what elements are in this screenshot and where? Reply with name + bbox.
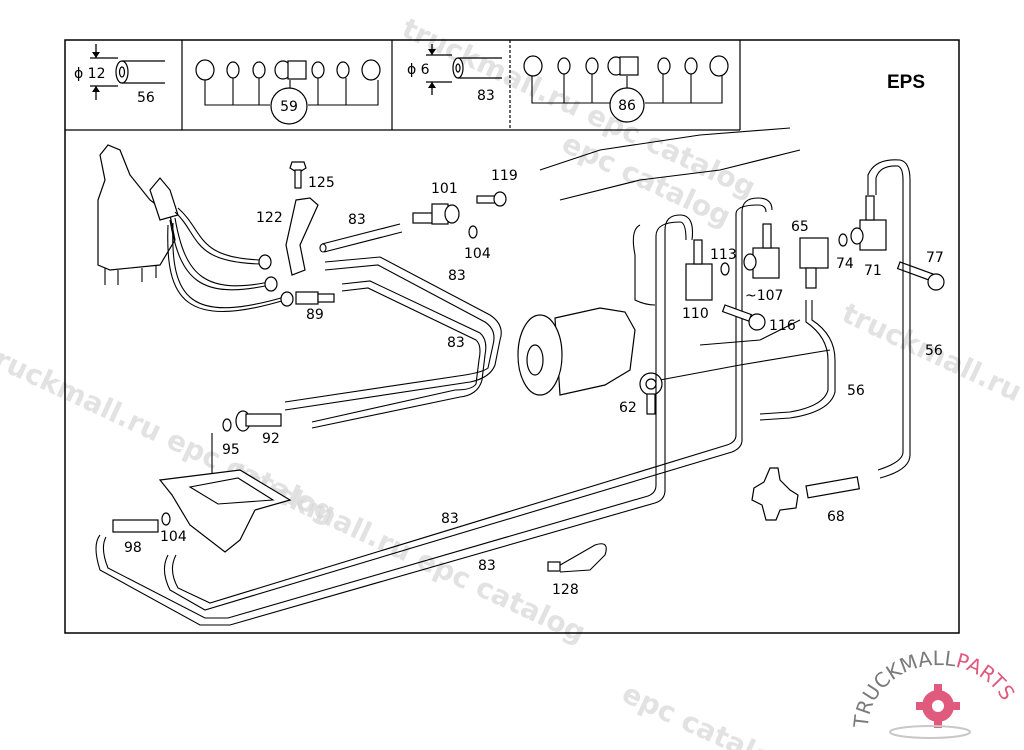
callout-110: 110 [682, 306, 709, 322]
seal-ring-74 [838, 233, 848, 247]
callout-83: 83 [441, 511, 459, 527]
callout-74: 74 [836, 256, 854, 272]
bolt-119 [476, 191, 507, 207]
callout-56: 56 [137, 90, 155, 106]
callout-122: 122 [256, 210, 283, 226]
callout-62: 62 [619, 400, 637, 416]
hose-nut [280, 291, 294, 307]
seal-ring-104 [161, 512, 171, 526]
valve-110 [685, 239, 713, 301]
tube-83 [319, 223, 403, 253]
fitting-kit-86: 86 [523, 55, 729, 123]
callout-71: 71 [864, 263, 882, 279]
pump-motor [517, 307, 636, 396]
callout-95: 95 [222, 442, 240, 458]
callout-77: 77 [926, 250, 944, 266]
seal-ring-104 [468, 225, 478, 239]
diameter-label: ϕ 12 [74, 66, 106, 82]
fitting-98 [112, 519, 159, 533]
callout-104: 104 [464, 246, 491, 262]
bolt-125 [289, 161, 307, 189]
hose-nut [258, 254, 272, 270]
valve-107 [743, 223, 780, 279]
diameter-label: ϕ 6 [407, 62, 430, 78]
callout-65: 65 [791, 219, 809, 235]
truckmall-parts-logo: TRUCKMALLPARTS [849, 646, 1020, 739]
fitting-kit-59: 59 [195, 59, 381, 125]
watermark-text: truckmall.ru epc catalog [227, 456, 591, 649]
tube-56-legend: ϕ 12 56 [74, 44, 165, 106]
callout-101: 101 [431, 181, 458, 197]
hose-nut [264, 276, 278, 292]
callout-83: 83 [478, 558, 496, 574]
banjo-fitting-62 [639, 372, 663, 415]
reservoir-tray [158, 433, 292, 553]
callout-83: 83 [348, 212, 366, 228]
callout-86: 86 [618, 98, 636, 114]
bolt-116 [721, 304, 766, 331]
callout-116: 116 [769, 318, 796, 334]
tube-83-bottom [95, 197, 773, 626]
callout-128: 128 [552, 582, 579, 598]
hose-connector-68 [805, 476, 860, 499]
valve-hoses [167, 207, 289, 313]
callout-107: ~107 [745, 288, 783, 304]
bracket-122 [285, 197, 319, 276]
tube-83-legend: ϕ 6 83 [407, 44, 502, 104]
callout-125: 125 [308, 175, 335, 191]
control-valve-block [97, 144, 179, 285]
callout-59: 59 [280, 99, 298, 115]
hose-56 [759, 159, 911, 479]
seal-ring-95 [222, 418, 232, 432]
watermark-layer: truckmall.ru epc catalog truckmall.ru ep… [0, 11, 1024, 750]
callout-56: 56 [925, 343, 943, 359]
cable-tie-128 [547, 543, 607, 573]
callout-104: 104 [160, 529, 187, 545]
callout-98: 98 [124, 540, 142, 556]
callout-113: 113 [710, 247, 737, 263]
watermark-text: epc catalog [617, 676, 796, 750]
callout-83: 83 [477, 88, 495, 104]
diagram-frame [64, 39, 960, 634]
bolt-77 [896, 261, 945, 291]
fitting-89 [295, 291, 335, 305]
gear-icon [916, 684, 960, 728]
fitting-92 [235, 410, 282, 432]
callout-119: 119 [491, 168, 518, 184]
callout-83: 83 [447, 335, 465, 351]
tee-fitting [751, 467, 799, 521]
callout-56: 56 [847, 383, 865, 399]
valve-71 [850, 195, 887, 251]
engine-outline [539, 127, 831, 381]
valve-65 [799, 237, 829, 289]
callout-89: 89 [306, 307, 324, 323]
elbow-fitting-101 [412, 203, 460, 225]
callout-92: 92 [262, 431, 280, 447]
callout-83: 83 [448, 268, 466, 284]
header-legend: ϕ 12 56 59 [65, 40, 925, 131]
model-code-label: EPS [887, 72, 925, 93]
callout-68: 68 [827, 509, 845, 525]
callout-labels: 125 122 83 101 119 104 83 89 83 95 92 98… [124, 168, 944, 598]
tube-83-routed [284, 256, 502, 429]
seal-ring-113 [720, 262, 730, 276]
